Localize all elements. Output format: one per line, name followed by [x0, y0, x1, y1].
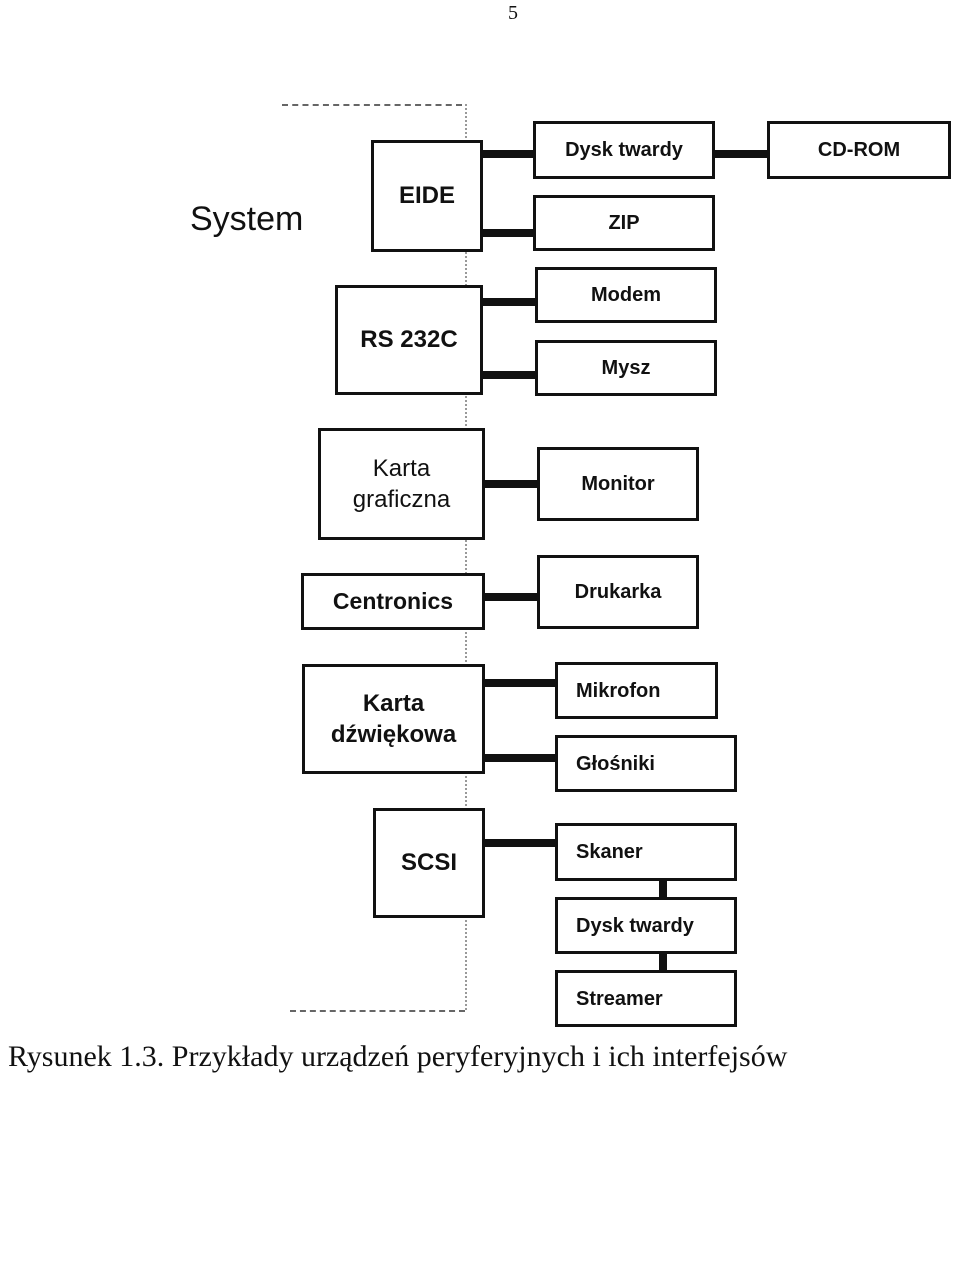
page-number: 5 [508, 2, 518, 24]
modem-box: Modem [535, 267, 717, 323]
eide-interface: EIDE [371, 140, 483, 252]
mouse-box: Mysz [535, 340, 717, 396]
system-boundary-right [465, 104, 467, 1010]
sound-microphone-wire [485, 679, 556, 687]
zip-box: ZIP [533, 195, 715, 251]
rs232c-mouse-wire [483, 371, 537, 379]
system-boundary-bottom [290, 1010, 465, 1012]
monitor-box: Monitor [537, 447, 699, 521]
hard-disk-box: Dysk twardy [533, 121, 715, 179]
sound-speakers-wire [485, 754, 556, 762]
rs232c-modem-wire [483, 298, 537, 306]
eide-hdd-wire [483, 150, 535, 158]
eide-zip-wire [483, 229, 535, 237]
centronics-printer-wire [485, 593, 538, 601]
scanner-box: Skaner [555, 823, 737, 881]
scsi-scanner-wire [485, 839, 556, 847]
microphone-box: Mikrofon [555, 662, 718, 719]
speakers-box: Głośniki [555, 735, 737, 792]
graphics-card-interface: Karta graficzna [318, 428, 485, 540]
scsi-interface: SCSI [373, 808, 485, 918]
cdrom-box: CD-ROM [767, 121, 951, 179]
rs232c-interface: RS 232C [335, 285, 483, 395]
system-label: System [190, 200, 304, 238]
hdd-cdrom-wire [715, 150, 768, 158]
scsi-hard-disk-box: Dysk twardy [555, 897, 737, 954]
graphics-monitor-wire [485, 480, 538, 488]
hdd-streamer-wire [659, 954, 667, 971]
sound-card-interface: Karta dźwiękowa [302, 664, 485, 774]
centronics-interface: Centronics [301, 573, 485, 630]
streamer-box: Streamer [555, 970, 737, 1027]
system-boundary-top [282, 104, 462, 106]
printer-box: Drukarka [537, 555, 699, 629]
scanner-hdd-wire [659, 881, 667, 898]
figure-caption: Rysunek 1.3. Przykłady urządzeń peryfery… [8, 1040, 788, 1073]
